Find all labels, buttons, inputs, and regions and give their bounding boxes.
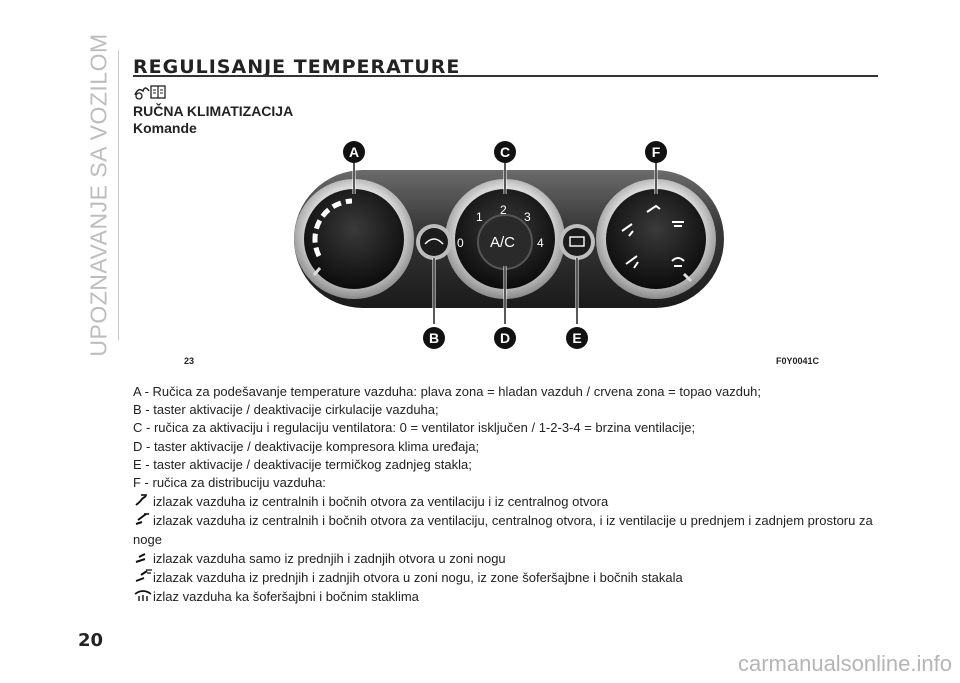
fan-knob — [445, 179, 565, 299]
description-list: A - Ručica za podešavanje temperature va… — [133, 383, 878, 606]
callout-c-label: C — [500, 144, 510, 160]
callout-e-label: E — [572, 330, 581, 346]
distribution-item-5: izlaz vazduha ka šoferšajbni i bočnim st… — [133, 587, 878, 606]
distribution-item-2: izlazak vazduha iz centralnih i bočnih o… — [133, 511, 878, 548]
heading-rule — [133, 75, 878, 77]
distribution-text-1: izlazak vazduha iz centralnih i bočnih o… — [153, 494, 609, 510]
temperature-knob — [294, 179, 414, 299]
section-title: RUČNA KLIMATIZACIJA — [133, 103, 294, 119]
callout-e: E — [566, 327, 588, 349]
callout-b-label: B — [429, 330, 439, 346]
fan-scale-0: 0 — [457, 236, 464, 250]
description-c: C - ručica za aktivaciju i regulaciju ve… — [133, 420, 696, 436]
description-e: E - taster aktivacije / deaktivacije ter… — [133, 456, 472, 472]
fan-scale-1: 1 — [476, 210, 483, 224]
manual-book-icon — [134, 85, 166, 100]
vent-feet-icon — [135, 552, 146, 563]
figure-number: 23 — [184, 356, 195, 366]
rear-defrost-button — [559, 224, 595, 260]
distribution-item-1: izlazak vazduha iz centralnih i bočnih o… — [133, 492, 878, 511]
fan-scale-3: 3 — [524, 210, 531, 224]
distribution-knob — [596, 179, 716, 299]
description-d: D - taster aktivacije / deaktivacije kom… — [133, 438, 480, 454]
distribution-text-2: izlazak vazduha iz centralnih i bočnih o… — [133, 513, 873, 547]
side-chapter-title-text: UPOZNAVANJE SA VOZILOM — [85, 33, 112, 357]
page-heading: REGULISANJE TEMPERATURE — [133, 56, 461, 78]
callout-b: B — [423, 327, 445, 349]
subsection-title: Komande — [133, 120, 197, 136]
callout-f-label: F — [652, 144, 661, 160]
callout-f: F — [645, 141, 667, 163]
climate-control-figure: 0 1 2 3 4 A/C — [294, 141, 724, 349]
callout-d: D — [494, 327, 516, 349]
callout-a: A — [343, 141, 365, 163]
callout-d-label: D — [500, 330, 510, 346]
callout-c: C — [494, 141, 516, 163]
distribution-item-3: izlazak vazduha samo iz prednjih i zadnj… — [133, 549, 878, 568]
fan-scale-4: 4 — [537, 236, 544, 250]
page-number: 20 — [78, 630, 104, 651]
recirculation-button — [416, 224, 452, 260]
callout-a-label: A — [349, 144, 359, 160]
watermark: carmanualsonline.info — [737, 651, 952, 676]
side-rule — [118, 50, 119, 340]
figure-code: F0Y0041C — [776, 356, 820, 366]
vent-face-feet-icon — [135, 513, 149, 526]
side-chapter-title: UPOZNAVANJE SA VOZILOM — [84, 33, 114, 356]
description-b: B - taster aktivacije / deaktivacije cir… — [133, 402, 439, 418]
distribution-text-5: izlaz vazduha ka šoferšajbni i bočnim st… — [153, 589, 419, 605]
description-f: F - ručica za distribuciju vazduha: — [133, 475, 326, 491]
description-a: A - Ručica za podešavanje temperature va… — [133, 384, 762, 399]
vent-face-icon — [135, 494, 147, 507]
vent-feet-defrost-icon — [135, 569, 152, 582]
defrost-icon — [134, 590, 152, 602]
distribution-item-4: izlazak vazduha iz prednjih i zadnjih ot… — [133, 568, 878, 587]
distribution-text-4: izlazak vazduha iz prednjih i zadnjih ot… — [153, 570, 683, 586]
ac-label: A/C — [490, 234, 515, 251]
fan-scale-2: 2 — [500, 203, 507, 217]
distribution-text-3: izlazak vazduha samo iz prednjih i zadnj… — [153, 550, 506, 566]
